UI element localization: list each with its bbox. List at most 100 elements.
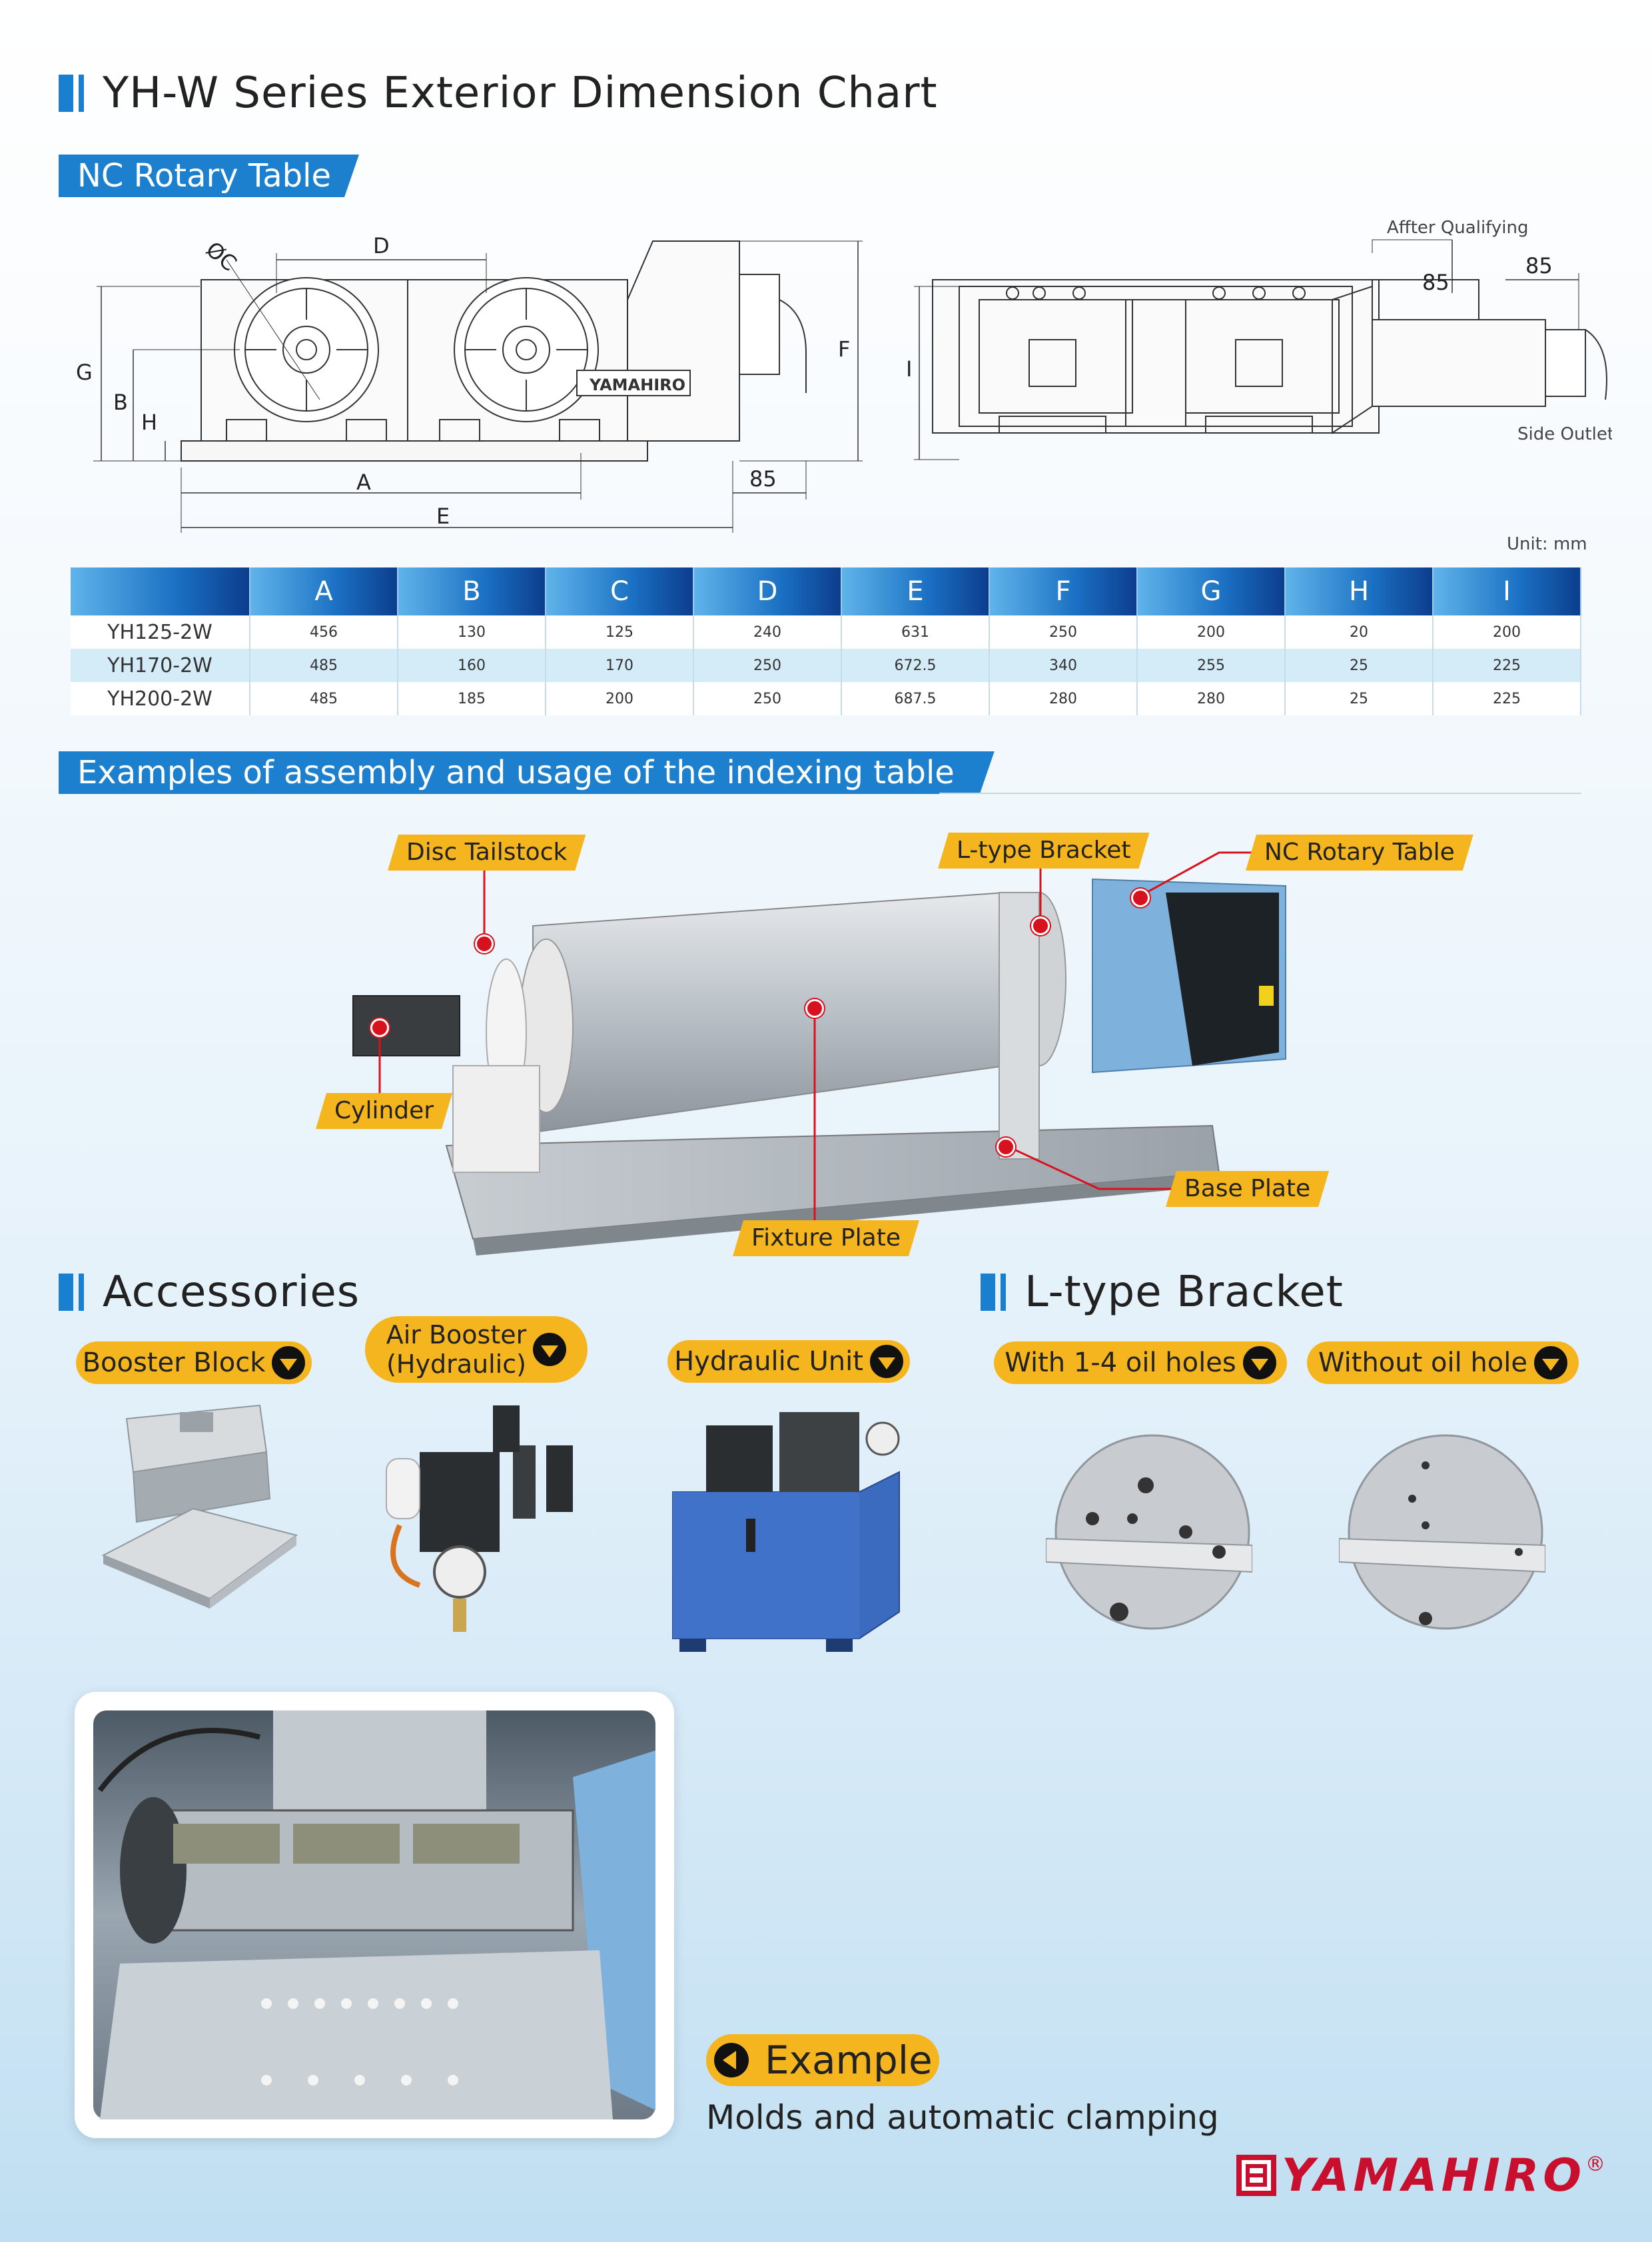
dim-label-d: D	[373, 233, 390, 258]
without-oil-hole-pill[interactable]: Without oil hole	[1307, 1341, 1579, 1384]
dim-label-g: G	[76, 360, 93, 385]
table-cell: 250	[693, 649, 842, 682]
table-row: YH170-2W 485 160 170 250 672.5 340 255 2…	[71, 649, 1581, 682]
callout-dot-base-plate	[997, 1138, 1015, 1156]
booster-block-image	[101, 1404, 298, 1609]
callout-nc-rotary-table: NC Rotary Table	[1246, 835, 1473, 871]
brand-logo: YAMAHIRO ®	[1236, 2149, 1605, 2202]
drawing-nameplate: YAMAHIRO	[589, 376, 685, 394]
table-cell: 25	[1285, 649, 1434, 682]
title-bar-icon	[59, 75, 73, 112]
table-cell: 250	[693, 682, 842, 715]
example-photo-frame	[75, 1692, 674, 2138]
dim-label-b: B	[113, 390, 128, 415]
without-oil-hole-label: Without oil hole	[1318, 1347, 1527, 1378]
front-view-drawing: D ØC G B H F A E 85 YAMAHIRO	[76, 233, 863, 533]
section-divider	[939, 793, 1581, 794]
dropdown-arrow-icon	[1534, 1346, 1567, 1379]
dim-label-e: E	[436, 504, 450, 529]
callout-base-plate: Base Plate	[1166, 1171, 1329, 1207]
table-cell: 125	[546, 615, 694, 649]
table-cell: 485	[250, 649, 398, 682]
booster-block-label: Booster Block	[82, 1347, 266, 1378]
table-cell: YH125-2W	[71, 615, 250, 649]
hydraulic-unit-label: Hydraulic Unit	[674, 1346, 863, 1377]
table-cell: 672.5	[841, 649, 990, 682]
callout-fixture-plate: Fixture Plate	[733, 1220, 919, 1256]
callout-disc-tailstock: Disc Tailstock	[388, 835, 586, 871]
table-cell: 485	[250, 682, 398, 715]
callout-cylinder: Cylinder	[316, 1093, 452, 1129]
dim-label-85: 85	[749, 466, 777, 492]
table-cell: 200	[1433, 615, 1581, 649]
table-header-cell	[71, 567, 250, 615]
side-outlet-label: Side Outlet	[1517, 424, 1612, 444]
table-cell: 25	[1285, 682, 1434, 715]
page-title-block: YH-W Series Exterior Dimension Chart	[59, 67, 938, 120]
callout-l-type-bracket: L-type Bracket	[938, 833, 1149, 869]
dim-label-i: I	[906, 356, 912, 382]
example-caption: Molds and automatic clamping	[706, 2098, 1219, 2137]
heading-bar-icon	[59, 1274, 73, 1311]
table-cell: 340	[989, 649, 1138, 682]
table-header-cell: D	[693, 567, 842, 615]
example-pill[interactable]: Example	[706, 2034, 939, 2086]
callout-dot-fixture-plate	[805, 999, 824, 1018]
bracket-without-hole-image	[1339, 1434, 1545, 1630]
bracket-with-holes-image	[1046, 1434, 1252, 1630]
dim-label-h: H	[141, 410, 157, 435]
table-cell: 456	[250, 615, 398, 649]
with-oil-holes-label: With 1-4 oil holes	[1005, 1347, 1236, 1378]
table-header-cell: F	[989, 567, 1138, 615]
air-booster-label-line2: (Hydraulic)	[386, 1349, 526, 1379]
side-view-drawing: I Affter Qualifying 85 85 Side Outlet	[906, 218, 1612, 460]
air-booster-pill[interactable]: Air Booster (Hydraulic)	[365, 1316, 588, 1383]
dropdown-arrow-icon	[533, 1333, 567, 1366]
with-oil-holes-pill[interactable]: With 1-4 oil holes	[994, 1341, 1287, 1384]
hydraulic-unit-pill[interactable]: Hydraulic Unit	[667, 1340, 910, 1383]
table-cell: YH200-2W	[71, 682, 250, 715]
booster-block-pill[interactable]: Booster Block	[76, 1341, 312, 1384]
table-cell: 255	[1137, 649, 1286, 682]
table-cell: 200	[546, 682, 694, 715]
table-cell: 225	[1433, 649, 1581, 682]
callout-dot-nc-rotary-table	[1131, 889, 1150, 907]
dim-label-85-horizontal: 85	[1525, 253, 1553, 278]
table-cell: 170	[546, 649, 694, 682]
dim-label-c: ØC	[201, 236, 242, 276]
table-row: YH125-2W 456 130 125 240 631 250 200 20 …	[71, 615, 1581, 649]
dropdown-arrow-icon	[1242, 1346, 1276, 1379]
table-cell: 185	[398, 682, 546, 715]
hydraulic-unit-image	[672, 1412, 900, 1652]
callout-dot-disc-tailstock	[475, 934, 494, 953]
table-header-cell: I	[1433, 567, 1581, 615]
air-booster-label-line1: Air Booster	[386, 1320, 527, 1349]
after-qualifying-label: Affter Qualifying	[1387, 218, 1528, 238]
section-banner-rotary: NC Rotary Table	[59, 155, 359, 197]
table-header-cell: E	[841, 567, 990, 615]
table-header-cell: C	[546, 567, 694, 615]
brand-logo-text: YAMAHIRO	[1282, 2149, 1586, 2202]
table-row: YH200-2W 485 185 200 250 687.5 280 280 2…	[71, 682, 1581, 715]
heading-bar-icon	[981, 1274, 995, 1311]
l-bracket-heading: L-type Bracket	[981, 1266, 1344, 1319]
table-cell: 240	[693, 615, 842, 649]
accessories-title: Accessories	[103, 1268, 360, 1317]
back-arrow-icon	[714, 2043, 749, 2077]
brand-logo-registered: ®	[1585, 2153, 1606, 2176]
unit-label: Unit: mm	[1507, 534, 1587, 554]
table-cell: 280	[989, 682, 1138, 715]
table-cell: 687.5	[841, 682, 990, 715]
dimension-table: A B C D E F G H I YH125-2W 456 130 125 2…	[71, 567, 1581, 715]
table-cell: 250	[989, 615, 1138, 649]
example-label: Example	[765, 2038, 933, 2083]
table-header-cell: A	[250, 567, 398, 615]
table-cell: 20	[1285, 615, 1434, 649]
section-banner-examples: Examples of assembly and usage of the in…	[59, 751, 995, 794]
table-cell: 225	[1433, 682, 1581, 715]
table-cell: 130	[398, 615, 546, 649]
example-photo	[93, 1710, 655, 2119]
table-cell: 631	[841, 615, 990, 649]
dim-label-a: A	[356, 470, 371, 495]
section-banner-label: NC Rotary Table	[59, 155, 359, 197]
